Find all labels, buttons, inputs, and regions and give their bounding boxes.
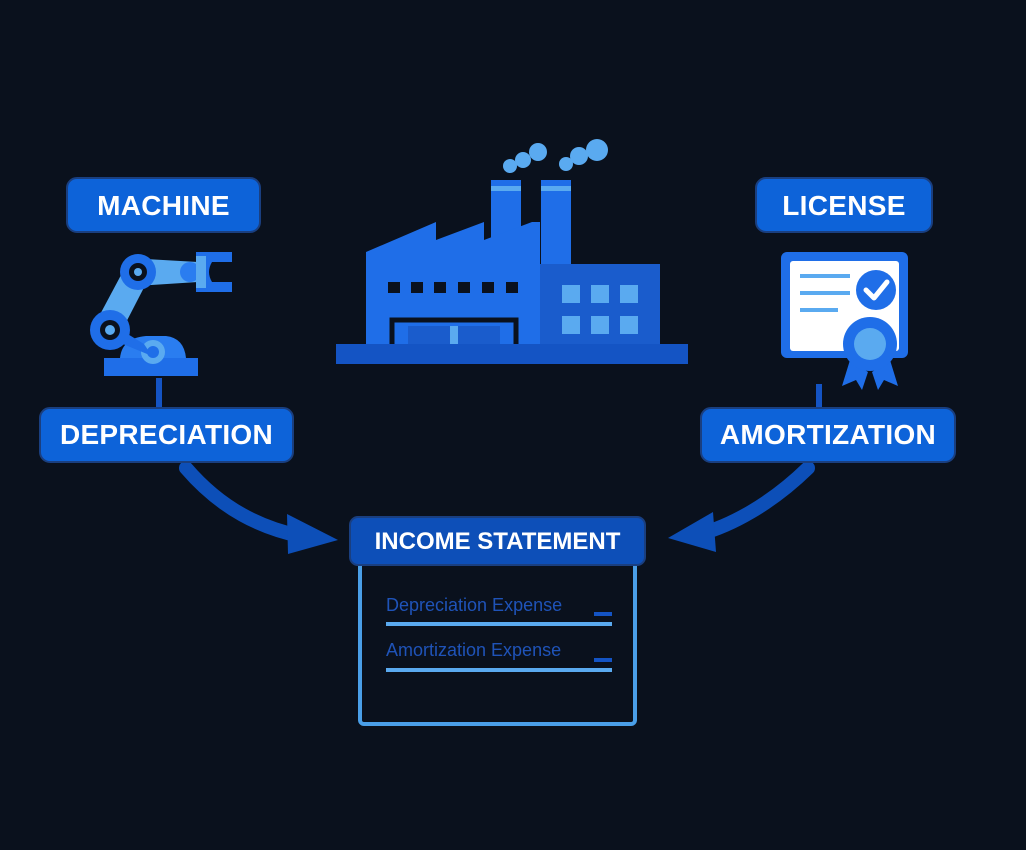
node-amortization: AMORTIZATION bbox=[700, 407, 956, 463]
line-item-amortization-expense: Amortization Expense bbox=[386, 640, 561, 660]
edge-amortization-income-statement bbox=[668, 461, 815, 552]
node-license: LICENSE bbox=[755, 177, 933, 233]
edge-depreciation-income-statement bbox=[179, 461, 338, 554]
factory-icon bbox=[336, 139, 688, 364]
robotic-arm-icon bbox=[90, 252, 232, 376]
node-label-depreciation: DEPRECIATION bbox=[60, 419, 273, 450]
line-item-depreciation-expense: Depreciation Expense bbox=[386, 595, 562, 615]
node-machine: MACHINE bbox=[66, 177, 261, 233]
node-depreciation: DEPRECIATION bbox=[39, 407, 294, 463]
arrowhead-icon bbox=[287, 514, 338, 554]
node-label-machine: MACHINE bbox=[97, 190, 230, 221]
node-label-amortization: AMORTIZATION bbox=[720, 419, 936, 450]
arrowhead-icon bbox=[668, 512, 716, 552]
income-statement-title: INCOME STATEMENT bbox=[375, 528, 621, 555]
node-label-license: LICENSE bbox=[782, 190, 905, 221]
node-income-statement: INCOME STATEMENT Depreciation Expense Am… bbox=[349, 516, 646, 726]
certificate-icon bbox=[781, 252, 908, 390]
